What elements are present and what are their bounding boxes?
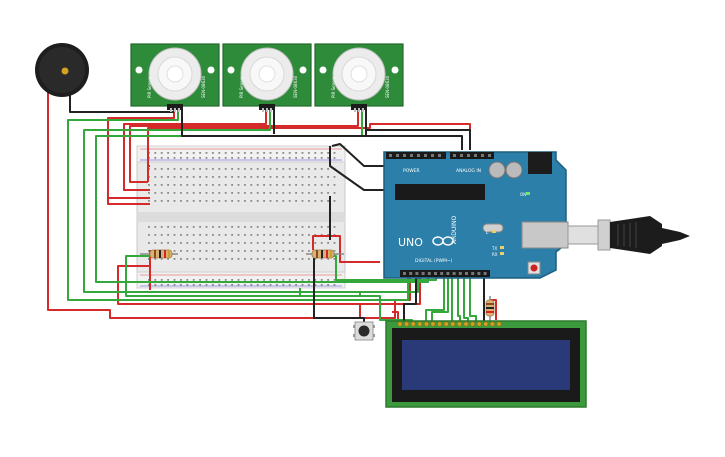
l-led: [492, 230, 496, 233]
on-label: ON: [520, 192, 526, 197]
wire-green[interactable]: [463, 276, 469, 326]
pir-sensor[interactable]: PIR Sensor SEN-08630: [314, 43, 404, 112]
pir-sensor[interactable]: PIR Sensor SEN-08630: [130, 43, 220, 112]
wire-black[interactable]: [329, 146, 384, 191]
tx-label: TX: [491, 246, 497, 251]
wire-black[interactable]: [331, 143, 384, 167]
wire-black[interactable]: [403, 278, 417, 326]
resistor[interactable]: [485, 296, 495, 322]
sensor-model-label: PIR Sensor: [331, 76, 336, 98]
wire-green[interactable]: [125, 255, 361, 297]
usb-cable: [567, 216, 690, 254]
wire-green[interactable]: [469, 276, 477, 326]
led-label: L: [486, 230, 489, 235]
wire-black[interactable]: [365, 126, 471, 150]
wire-black[interactable]: [69, 88, 174, 113]
sensor-code-label: SEN-08630: [293, 75, 298, 98]
breadboard-holes: [148, 152, 336, 286]
resistor[interactable]: [140, 249, 178, 259]
arduino-uno[interactable]: POWER ANALOG IN DIGITAL (PWM~) UNO ARDUI…: [383, 151, 569, 279]
digital-header: [400, 270, 490, 277]
microcontroller-chip: [395, 184, 485, 200]
mount-hole-icon: [299, 66, 307, 74]
wire-black[interactable]: [313, 258, 365, 322]
lcd-pins: [397, 321, 502, 327]
resistor[interactable]: [306, 249, 344, 259]
power-header: [386, 152, 446, 159]
wire-red[interactable]: [123, 110, 267, 191]
usb-port: [521, 221, 569, 249]
mount-hole-icon: [227, 66, 235, 74]
wire-green[interactable]: [457, 276, 461, 326]
rx-label: RX: [492, 252, 498, 257]
power-jack: [528, 152, 552, 174]
board-brand: ARDUINO: [451, 215, 458, 244]
wire-green[interactable]: [67, 110, 409, 301]
wire-red[interactable]: [107, 198, 150, 205]
power-label: POWER: [403, 168, 420, 174]
sensor-model-label: PIR Sensor: [147, 76, 152, 98]
sensor-code-label: SEN-08630: [201, 75, 206, 98]
sensor-model-label: PIR Sensor: [239, 76, 244, 98]
reset-button-cap: [530, 264, 538, 272]
wires: [47, 88, 497, 328]
wire-green[interactable]: [83, 110, 419, 293]
wire-green[interactable]: [425, 276, 445, 326]
digital-label: DIGITAL (PWM~): [415, 258, 453, 264]
on-led: [526, 192, 530, 195]
capacitor-icon: [505, 161, 523, 179]
wire-green[interactable]: [95, 110, 429, 283]
wire-green[interactable]: [431, 276, 449, 326]
wire-black[interactable]: [181, 110, 463, 150]
analog-header: [450, 152, 494, 159]
pir-sensor[interactable]: PIR Sensor SEN-08630: [222, 43, 312, 112]
lcd-display[interactable]: [385, 320, 587, 408]
wire-red[interactable]: [107, 110, 175, 199]
mount-hole-icon: [319, 66, 327, 74]
board-model: UNO: [398, 236, 423, 249]
push-button[interactable]: [353, 321, 375, 341]
header-pins: [389, 154, 491, 275]
lcd-screen: [402, 340, 570, 390]
buzzer-center-icon: [61, 67, 69, 75]
analog-label: ANALOG IN: [456, 168, 481, 174]
sensor-code-label: SEN-08630: [385, 75, 390, 98]
rx-led: [500, 252, 504, 255]
tx-led: [500, 246, 504, 249]
breadboard[interactable]: [136, 145, 346, 289]
wire-red[interactable]: [129, 110, 359, 183]
mount-hole-icon: [207, 66, 215, 74]
arduino-logo-icon: [432, 236, 454, 246]
wire-red[interactable]: [312, 235, 380, 263]
capacitor-icon: [488, 161, 506, 179]
mount-hole-icon: [391, 66, 399, 74]
piezo-buzzer[interactable]: [35, 43, 89, 97]
wire-red[interactable]: [147, 123, 471, 166]
mount-hole-icon: [135, 66, 143, 74]
